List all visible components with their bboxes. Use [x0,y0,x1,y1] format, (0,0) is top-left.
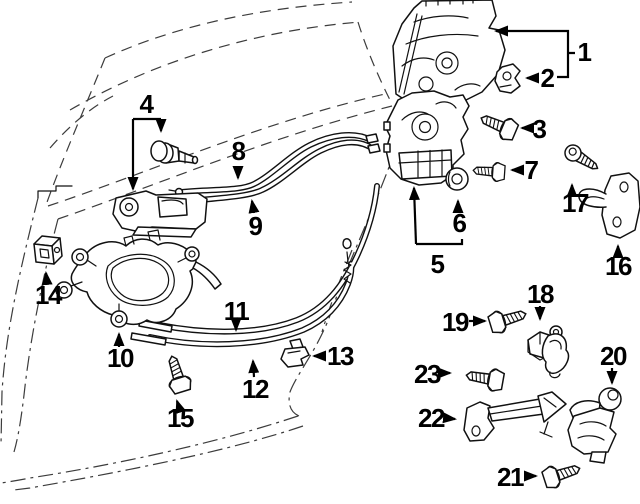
part-3-bolt-drawing [476,107,521,144]
part-15-bolt-drawing [160,352,194,396]
callout-9: 9 [248,211,263,241]
callout-21: 21 [497,462,524,492]
part-18-hinge-drawing [527,325,570,379]
callout-12: 12 [242,374,269,404]
part-14-clip-drawing [33,235,63,265]
callout-7: 7 [524,155,539,185]
part-20-hinge-drawing [567,387,622,464]
callout-11: 11 [223,296,250,326]
callout-5: 5 [430,249,445,279]
callout-4: 4 [139,89,154,119]
door-outline [0,1,397,491]
part-17-bolt-drawing [564,144,599,170]
part-13-clip-drawing [280,338,310,368]
callout-14: 14 [35,280,62,310]
callout-8: 8 [231,136,246,166]
part-4-lock-cylinder-drawing [150,140,199,165]
part-23-bolt-drawing [463,363,506,394]
part-2-clip-drawing [494,63,521,94]
callout-17: 17 [562,188,589,218]
callout-leader-lines [41,25,624,482]
part-4-inside-handle-drawing [112,190,208,238]
part-6-grommet-drawing [445,167,469,191]
callout-3: 3 [532,114,547,144]
callout-1: 1 [577,37,592,67]
part-7-bolt-drawing [471,160,506,183]
lock-cables-upper-drawing [166,132,381,207]
callout-19: 19 [442,307,469,337]
part-10-handle-frame-drawing [55,229,222,328]
callout-6: 6 [452,208,467,238]
lock-cables-lower-drawing [130,183,380,348]
callout-2: 2 [540,63,555,93]
callout-13: 13 [327,341,354,371]
part-16-striker-drawing [578,172,640,239]
callout-16: 16 [605,251,632,281]
callout-10: 10 [107,343,134,373]
callout-20: 20 [600,341,627,371]
callout-18: 18 [527,279,554,309]
part-1-door-frame-bracket-drawing [392,0,506,108]
part-22-check-strap-drawing [463,391,567,442]
callout-15: 15 [167,403,194,433]
part-19-bolt-drawing [486,302,530,336]
callout-23: 23 [414,359,441,389]
part-5-door-lock-actuator-drawing [383,90,470,186]
part-21-bolt-drawing [540,457,584,491]
callout-22: 22 [418,403,445,433]
